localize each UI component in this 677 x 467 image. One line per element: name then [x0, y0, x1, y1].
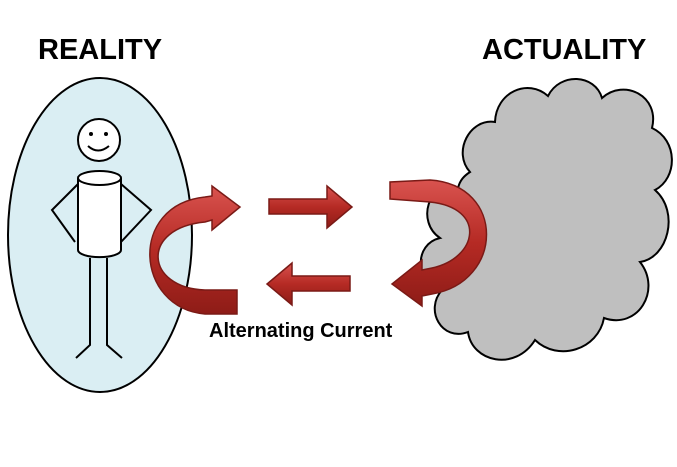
alternating-current-caption: Alternating Current	[209, 320, 393, 342]
arrow-right-icon	[268, 184, 354, 230]
reality-title: REALITY	[38, 34, 163, 66]
curved-arrow-icon	[149, 184, 242, 315]
curved-arrow-icon	[389, 179, 488, 308]
cloud-icon	[419, 78, 673, 361]
stick-figure-icon	[50, 118, 153, 359]
actuality-title: ACTUALITY	[482, 34, 647, 66]
arrow-left-icon	[265, 261, 351, 307]
